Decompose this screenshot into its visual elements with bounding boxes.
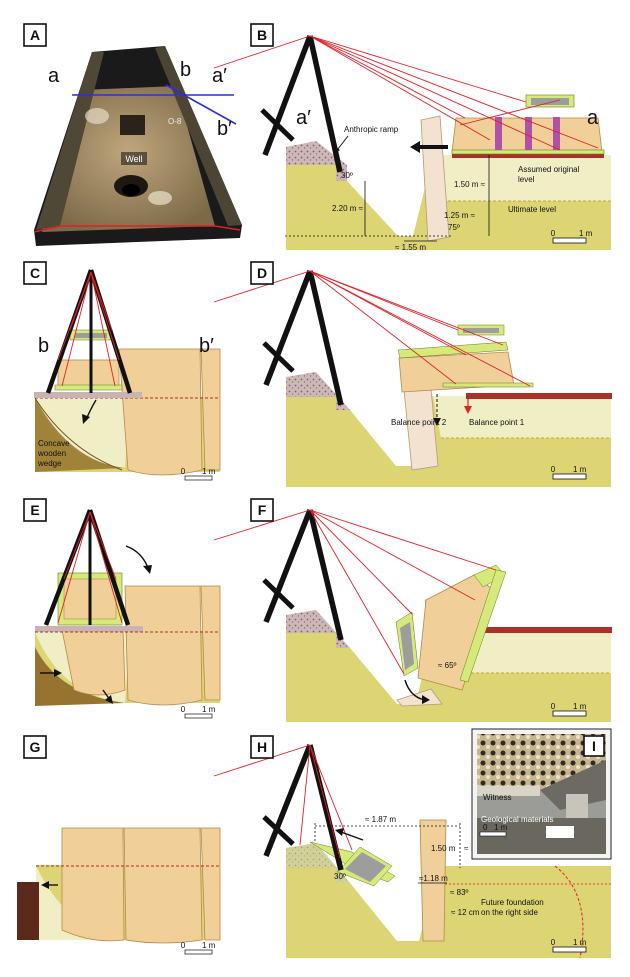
well-hole-inner (122, 184, 140, 196)
panel-e: 0 1 m (35, 509, 221, 719)
scale-1-g: 1 m (202, 941, 216, 950)
label-b: b (180, 59, 191, 81)
height-150-b: 1.50 m ≈ (454, 180, 486, 189)
balance-point-1: Balance point 1 (469, 418, 525, 427)
panel-h: 0 1 m ≈ 1.87 m 1.50 m ≈ 30º ≈1.18 m ≈ 83… (213, 743, 611, 959)
scale-0-e: 0 (181, 705, 186, 714)
scale-1-d: 1 m (573, 465, 587, 474)
ramp-label: Anthropic ramp (344, 125, 399, 134)
panel-f: 0 1 m ≈ 65º (213, 508, 612, 722)
width-label: ≈ 1.55 m (395, 243, 426, 252)
scale-0-d: 0 (551, 465, 556, 474)
angle-30-h: 30º (334, 872, 346, 881)
ultimate-level: Ultimate level (508, 205, 556, 214)
panel-a: Well O-8 a b a′ b′ (30, 25, 242, 250)
scale-1-i: 1 m (494, 823, 508, 832)
dark-block (120, 115, 145, 135)
w-118-h: ≈1.18 m (419, 874, 448, 883)
panel-d: 0 1 m Balance point 2 Balance point 1 (213, 270, 612, 487)
panel-letter-e: E (30, 502, 39, 518)
well-label: Well (125, 154, 142, 164)
h-150-h: 1.50 m (431, 844, 456, 853)
witness-label: Witness (483, 793, 511, 802)
label-b-c: b (38, 335, 49, 357)
panel-letter-f: F (258, 502, 267, 518)
ramp-gravel-b (286, 141, 347, 181)
scale-0-f: 0 (551, 702, 556, 711)
geo-label: Geological materials (481, 815, 553, 824)
scale-0-c: 0 (181, 467, 186, 476)
arrow-left-b (410, 141, 448, 153)
scale-1-e: 1 m (202, 705, 216, 714)
label-b-prime: b′ (217, 118, 232, 140)
wedge-label-2: wooden (37, 449, 66, 458)
future-1-h: Future foundation (481, 898, 544, 907)
future-2-h: on the right side (481, 908, 538, 917)
original-level-zone-b (433, 155, 611, 201)
scale-0-g: 0 (181, 941, 186, 950)
label-b-prime-c: b′ (199, 335, 214, 357)
label-a-prime: a′ (212, 65, 227, 87)
scale-0-b: 0 (551, 229, 556, 238)
panel-letters: A B C D E F G H I (23, 23, 605, 759)
panel-c: 0 1 m b b′ Concave wooden wedge (34, 269, 221, 481)
height-125-b: 1.25 m ≈ (444, 211, 476, 220)
panel-letter-d: D (257, 265, 267, 281)
depth-label: 2.20 m ≈ (332, 204, 364, 213)
panel-letter-g: G (30, 739, 41, 755)
gap-12-h: ≈ 12 cm (451, 908, 480, 917)
wooden-platform-b (452, 152, 604, 158)
panel-letter-h: H (257, 739, 267, 755)
scale-0-i: 0 (483, 823, 488, 832)
label-a: a (48, 65, 60, 87)
approx-h: ≈ (464, 844, 469, 853)
scale-1-b: 1 m (579, 229, 593, 238)
panel-letter-a: A (30, 27, 40, 43)
angle-83-h: ≈ 83º (450, 888, 469, 897)
left-wall (36, 52, 104, 230)
outline-red (33, 225, 241, 233)
scale-0-h: 0 (551, 938, 556, 947)
scale-1-f: 1 m (573, 702, 587, 711)
panel-letter-c: C (30, 265, 40, 281)
panel-b: 0 1 m a′ a Anthropic ramp 30º 2.20 m ≈ ≈… (213, 35, 611, 252)
panel-g: 0 1 m (17, 827, 221, 955)
assumed-level-1: Assumed original (518, 165, 580, 174)
scale-1-c: 1 m (202, 467, 216, 476)
balance-point-2: Balance point 2 (391, 418, 447, 427)
angle-30-b: 30º (341, 171, 353, 180)
angle-65-f: ≈ 65º (438, 661, 457, 670)
assumed-level-2: level (518, 175, 535, 184)
panel-letter-i: I (592, 738, 596, 754)
section-line-b (165, 84, 237, 125)
marker-o8: O-8 (168, 117, 182, 126)
wedge-label-1: Concave (38, 439, 70, 448)
well-label-bg (121, 152, 147, 165)
panel-letter-b: B (257, 27, 267, 43)
angle-75-b: 75º (448, 223, 460, 232)
scale-1-h: 1 m (573, 938, 587, 947)
label-a-prime-b: a′ (296, 107, 311, 129)
wedge-label-3: wedge (37, 459, 62, 468)
label-a-b: a (587, 107, 599, 129)
len-187-h: ≈ 1.87 m (365, 815, 396, 824)
